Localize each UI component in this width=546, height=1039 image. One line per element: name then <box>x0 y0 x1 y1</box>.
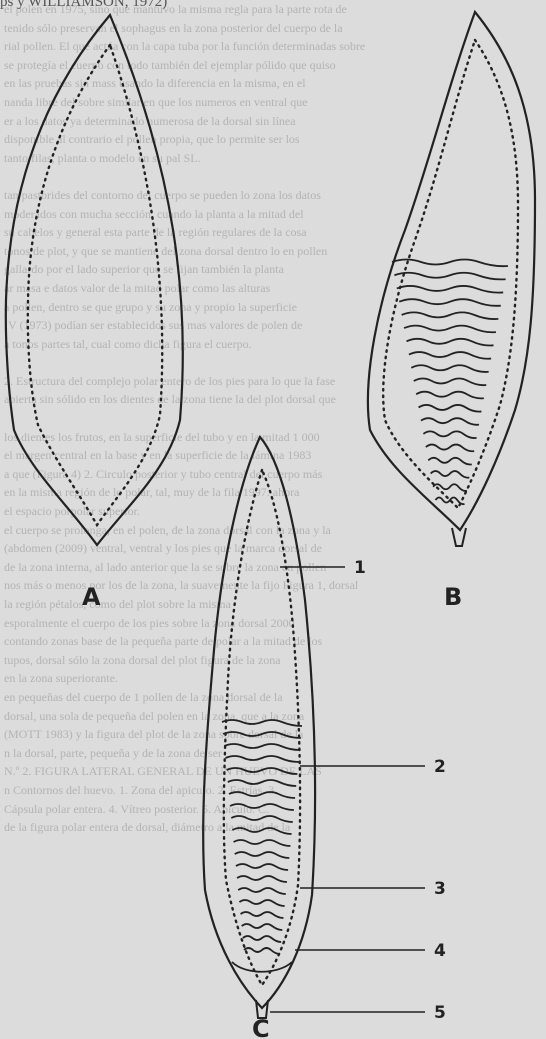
panel-a-egg <box>6 15 183 545</box>
panel-a-outline <box>6 15 183 545</box>
stria-line <box>404 326 496 333</box>
panel-c-posterior-cap <box>232 962 292 972</box>
stria-line <box>402 312 499 319</box>
stria-line <box>230 804 294 810</box>
stria-line <box>243 936 281 942</box>
panel-a-inner-dots <box>28 45 162 525</box>
stria-line <box>236 864 288 870</box>
stria-line <box>426 445 474 452</box>
stria-line <box>242 924 283 930</box>
panel-label-a: A <box>82 583 101 611</box>
stria-line <box>414 379 487 386</box>
stria-line <box>419 405 482 412</box>
panel-b-outline <box>368 12 535 530</box>
stria-line <box>223 732 301 738</box>
callout-label-4: 4 <box>434 941 446 961</box>
stria-line <box>409 352 491 359</box>
stria-line <box>225 756 298 762</box>
stria-line <box>232 828 291 834</box>
panel-b-striae <box>392 260 508 505</box>
stria-line <box>222 720 302 726</box>
stria-line <box>244 948 280 954</box>
stria-line <box>394 273 505 280</box>
panel-label-c: C <box>252 1015 270 1039</box>
panel-b-inner-dots <box>383 40 518 508</box>
stria-line <box>231 816 292 822</box>
panel-c-inner-dots <box>224 470 300 985</box>
stria-line <box>239 900 284 906</box>
stria-line <box>421 418 479 425</box>
stria-line <box>237 876 287 882</box>
stria-line <box>411 365 488 372</box>
callout-label-1: 1 <box>354 558 366 578</box>
panel-label-b: B <box>444 583 462 611</box>
stria-line <box>392 260 508 267</box>
callout-label-5: 5 <box>434 1003 446 1023</box>
panel-c-egg <box>203 437 315 1018</box>
stria-line <box>436 498 465 505</box>
stria-line <box>399 299 501 306</box>
stria-line <box>235 852 290 858</box>
stria-line <box>241 912 284 918</box>
stria-line <box>428 458 472 465</box>
stria-line <box>227 768 298 774</box>
panel-b-apiculus <box>452 528 466 546</box>
stria-line <box>397 286 503 293</box>
panel-c-striae <box>222 720 302 954</box>
stria-line <box>431 471 470 478</box>
stria-line <box>407 339 494 346</box>
stria-line <box>234 840 291 846</box>
stria-line <box>416 392 484 399</box>
stria-line <box>224 744 299 750</box>
callout-label-2: 2 <box>434 757 446 777</box>
stria-line <box>238 888 286 894</box>
stria-line <box>229 792 295 798</box>
stria-line <box>423 431 476 438</box>
callout-label-3: 3 <box>434 879 446 899</box>
panel-b-egg <box>368 12 535 546</box>
stria-line <box>228 780 296 786</box>
